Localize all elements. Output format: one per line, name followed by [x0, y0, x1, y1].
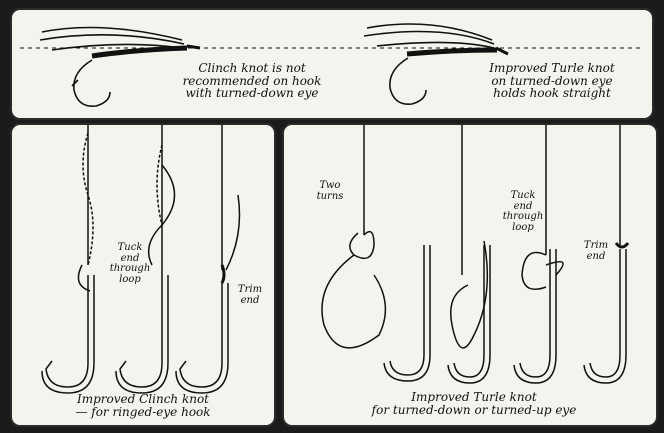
clinch-step-3: [176, 125, 240, 393]
turle-knot-panel: Two turns Tuck end through loop Trim end…: [282, 123, 658, 427]
turle-trim-note: Trim end: [576, 241, 616, 262]
turle-note: Improved Turle knot on turned-down eye h…: [467, 62, 637, 100]
fly-comparison-panel: Clinch knot is not recommended on hook w…: [10, 8, 654, 120]
turle-tuck-note: Tuck end through loop: [498, 191, 548, 233]
clinch-tuck-note: Tuck end through loop: [106, 243, 154, 285]
clinch-step-1: [42, 125, 94, 393]
turle-step-2: [448, 125, 490, 383]
clinch-caption: Improved Clinch knot — for ringed-eye ho…: [32, 393, 254, 418]
turle-step-3: [514, 125, 563, 383]
clinch-note: Clinch knot is not recommended on hook w…: [167, 62, 337, 100]
turle-two-turns-note: Two turns: [310, 181, 350, 202]
turle-knot-drawing: [284, 125, 656, 425]
turle-caption: Improved Turle knot for turned-down or t…: [324, 391, 624, 416]
clinch-trim-note: Trim end: [230, 285, 270, 306]
clinch-knot-panel: Tuck end through loop Trim end Improved …: [10, 123, 276, 427]
turle-step-1: [322, 125, 430, 381]
